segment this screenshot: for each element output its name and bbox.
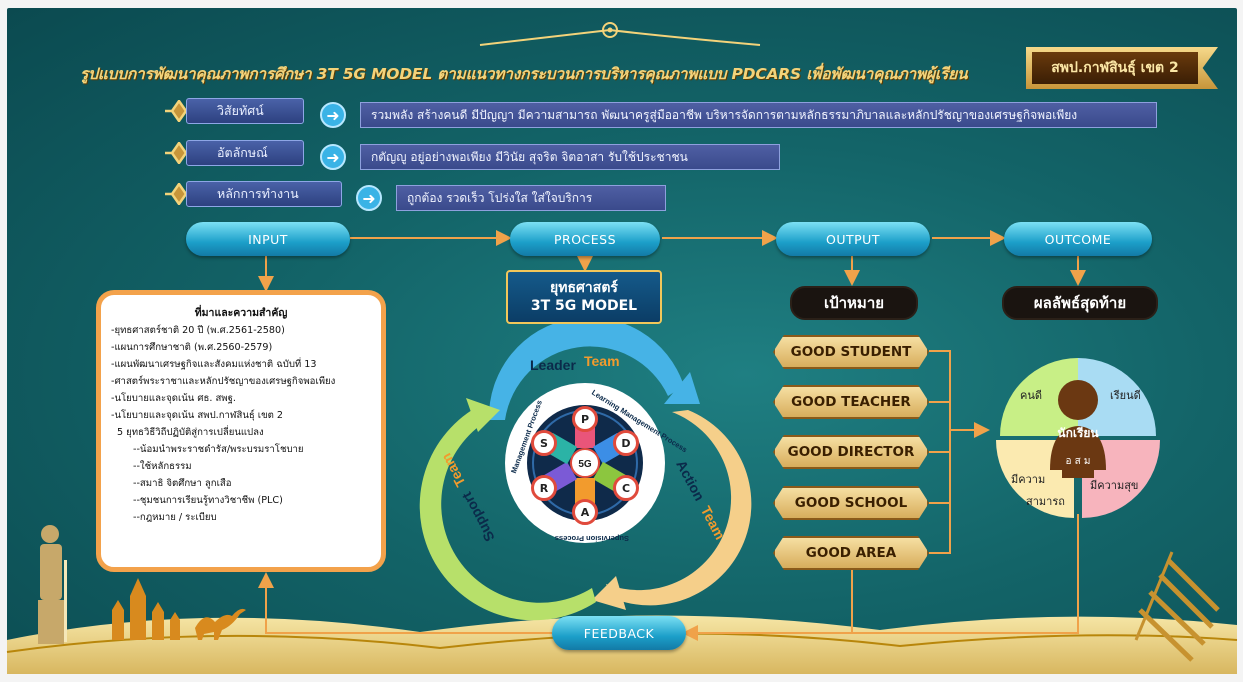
quadrant-able-label: มีความ	[1011, 473, 1046, 486]
quadrant-smart	[1078, 358, 1156, 436]
arrow-right-icon: ➜	[320, 144, 346, 170]
node-p: P	[572, 406, 598, 432]
tactic-item: --น้อมนำพระราชดำรัส/พระบรมราโชบาย	[133, 444, 304, 455]
student-figure-icon	[1050, 380, 1106, 478]
quadrant-smart-label: เรียนดี	[1110, 389, 1141, 402]
quadrant-good	[1000, 358, 1078, 436]
xylophone-icon	[1134, 551, 1220, 662]
district-badge: สพป.กาฬสินธุ์ เขต 2	[1026, 47, 1218, 89]
target-heading: เป้าหมาย	[790, 286, 918, 320]
identity-label: อัตลักษณ์	[186, 140, 304, 166]
supervision-process-label: Supervision Process	[555, 534, 629, 543]
flow-connectors	[258, 230, 1086, 641]
tactic-item: --กฎหมาย / ระเบียบ	[133, 512, 217, 523]
support-team-label: Team	[438, 451, 469, 490]
tactic-item: --ชุมชนการเรียนรู้ทางวิชาชีพ (PLC)	[133, 495, 283, 506]
action-team-head	[592, 576, 626, 610]
leader-label: Leader	[530, 357, 576, 373]
goal-good-director: GOOD DIRECTOR	[773, 435, 929, 469]
sources-heading: ที่มาและความสำคัญ	[194, 307, 288, 319]
tactic-item: --สมาธิ จิตศึกษา ลูกเสือ	[133, 478, 232, 489]
top-ornament-icon	[479, 22, 761, 46]
source-item: -แผนการศึกษาชาติ (พ.ศ.2560-2579)	[111, 342, 273, 353]
source-item: -นโยบายและจุดเน้น ศธ. สพฐ.	[111, 393, 236, 404]
goal-good-teacher: GOOD TEACHER	[773, 385, 929, 419]
student-label: นักเรียน	[1057, 426, 1099, 440]
process-pill: PROCESS	[510, 222, 660, 256]
statue-icon	[38, 525, 67, 644]
source-item: -ยุทธศาสตร์ชาติ 20 ปี (พ.ศ.2561-2580)	[111, 325, 285, 336]
support-team-arc	[419, 410, 596, 621]
outcome-pill: OUTCOME	[1004, 222, 1152, 256]
source-item: -นโยบายและจุดเน้น สพป.กาฬสินธุ์ เขต 2	[111, 410, 284, 421]
identity-text: กตัญญู อยู่อย่างพอเพียง มีวินัย สุจริต จ…	[360, 144, 780, 170]
page-title: รูปแบบการพัฒนาคุณภาพการศึกษา 3T 5G MODEL…	[80, 65, 968, 83]
sources-box: ที่มาและความสำคัญ -ยุทธศาสตร์ชาติ 20 ปี …	[96, 290, 386, 572]
goal-good-area: GOOD AREA	[773, 536, 929, 570]
input-pill: INPUT	[186, 222, 350, 256]
core-label: 5G	[578, 459, 592, 470]
arrow-right-icon: ➜	[320, 102, 346, 128]
outcome-quadrants	[996, 358, 1160, 518]
work-principle-label: หลักการทำงาน	[186, 181, 342, 207]
support-team-head	[466, 398, 500, 432]
leader-team-head	[664, 372, 700, 404]
node-r: R	[531, 475, 557, 501]
tactic-item: --ใช้หลักธรรม	[133, 461, 192, 472]
vision-text: รวมพลัง สร้างคนดี มีปัญญา มีความสามารถ พ…	[360, 102, 1157, 128]
node-s: S	[531, 430, 557, 456]
support-label: Support	[458, 489, 497, 544]
tactic-heading: 5 ยุทธวิธีวิถีปฏิบัติสู่การเปลี่ยนแปลง	[117, 427, 264, 438]
quadrant-able-label-2: สามารถ	[1026, 495, 1065, 508]
goal-good-student: GOOD STUDENT	[773, 335, 929, 369]
source-item: -ศาสตร์พระราชาและหลักปรัชญาของเศรษฐกิจพอ…	[111, 376, 336, 387]
learning-process-label: Learning Management Process	[590, 388, 689, 454]
pagoda-icon	[112, 578, 180, 640]
strategy-line1: ยุทธศาสตร์	[550, 280, 618, 296]
quadrant-happy-label: มีความสุข	[1090, 479, 1139, 492]
feedback-pill: FEEDBACK	[552, 616, 686, 650]
strategy-line2: 3T 5G MODEL	[530, 298, 638, 314]
district-badge-label: สพป.กาฬสินธุ์ เขต 2	[1032, 52, 1198, 84]
arrow-right-icon: ➜	[356, 185, 382, 211]
source-item: -แผนพัฒนาเศรษฐกิจและสังคมแห่งชาติ ฉบับที…	[111, 359, 317, 370]
action-team-label: Team	[698, 503, 729, 542]
action-team-arc	[606, 410, 752, 606]
leader-team-label: Team	[584, 353, 620, 369]
node-d: D	[613, 430, 639, 456]
strategy-banner: ยุทธศาสตร์ 3T 5G MODEL	[506, 270, 662, 324]
quadrant-good-label: คนดี	[1020, 389, 1043, 402]
final-result-heading: ผลลัพธ์สุดท้าย	[1002, 286, 1158, 320]
node-c: C	[613, 475, 639, 501]
goal-good-school: GOOD SCHOOL	[773, 486, 929, 520]
output-pill: OUTPUT	[776, 222, 930, 256]
work-principle-text: ถูกต้อง รวดเร็ว โปร่งใส ใส่ใจบริการ	[396, 185, 666, 211]
dinosaur-icon	[195, 608, 246, 640]
student-base-label: อ ส ม	[1065, 456, 1091, 467]
action-label: Action	[673, 457, 708, 503]
vision-label: วิสัยทัศน์	[186, 98, 304, 124]
node-a: A	[572, 499, 598, 525]
leader-team-arc	[488, 317, 684, 420]
